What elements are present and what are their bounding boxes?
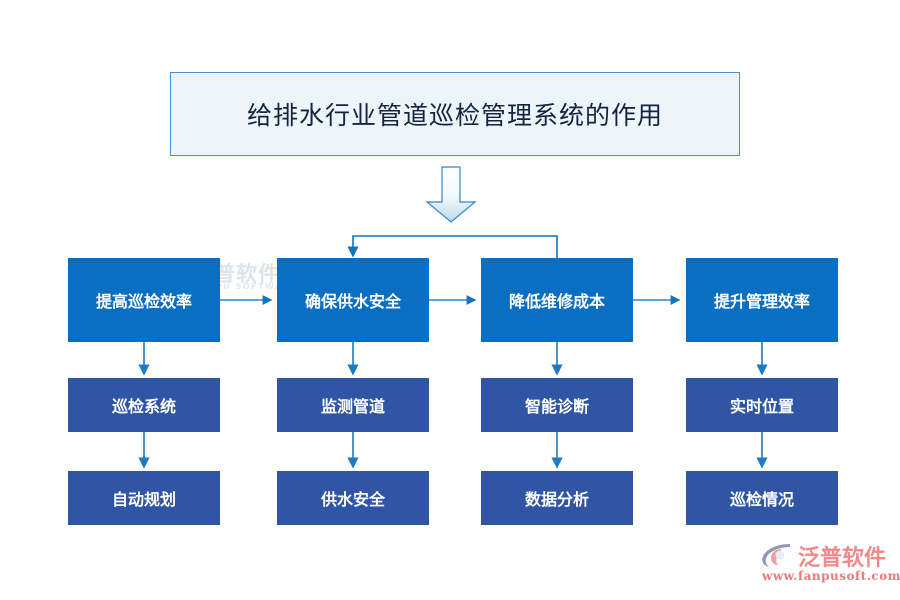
tertiary-box-col-3[interactable]: 数据分析 xyxy=(481,471,633,525)
secondary-box-label: 巡检系统 xyxy=(111,397,176,416)
primary-box-label: 提高巡检效率 xyxy=(95,292,192,311)
secondary-box-col-3[interactable]: 智能诊断 xyxy=(481,378,633,432)
tertiary-box-label: 自动规划 xyxy=(111,490,176,509)
tertiary-box-col-1[interactable]: 自动规划 xyxy=(68,471,220,525)
tertiary-box-col-2[interactable]: 供水安全 xyxy=(277,471,429,525)
fanpu-logo-icon xyxy=(762,544,790,567)
page-title: 给排水行业管道巡检管理系统的作用 xyxy=(246,101,663,130)
brand-url: www.fanpusoft.com xyxy=(762,569,900,583)
brand-name: 泛普软件 xyxy=(798,546,887,571)
down-arrow-icon xyxy=(425,166,477,223)
primary-box-label: 提升管理效率 xyxy=(713,292,810,311)
tertiary-box-label: 数据分析 xyxy=(524,490,589,509)
tertiary-box-label: 供水安全 xyxy=(320,490,385,509)
primary-box-label: 降低维修成本 xyxy=(508,292,605,311)
secondary-box-label: 智能诊断 xyxy=(524,397,589,416)
secondary-box-col-4[interactable]: 实时位置 xyxy=(686,378,838,432)
secondary-box-col-1[interactable]: 巡检系统 xyxy=(68,378,220,432)
tertiary-box-col-4[interactable]: 巡检情况 xyxy=(686,471,838,525)
primary-box-label: 确保供水安全 xyxy=(304,292,401,311)
secondary-box-col-2[interactable]: 监测管道 xyxy=(277,378,429,432)
brand-logo: 泛普软件 www.fanpusoft.com xyxy=(760,540,900,590)
primary-box-col-1[interactable]: 提高巡检效率 xyxy=(68,258,220,342)
primary-box-col-4[interactable]: 提升管理效率 xyxy=(686,258,838,342)
secondary-box-label: 监测管道 xyxy=(320,397,385,416)
tertiary-box-label: 巡检情况 xyxy=(729,490,794,509)
secondary-box-label: 实时位置 xyxy=(729,397,794,416)
primary-box-col-3[interactable]: 降低维修成本 xyxy=(481,258,633,342)
diagram-title-box: 给排水行业管道巡检管理系统的作用 xyxy=(170,72,740,156)
primary-box-col-2[interactable]: 确保供水安全 xyxy=(277,258,429,342)
